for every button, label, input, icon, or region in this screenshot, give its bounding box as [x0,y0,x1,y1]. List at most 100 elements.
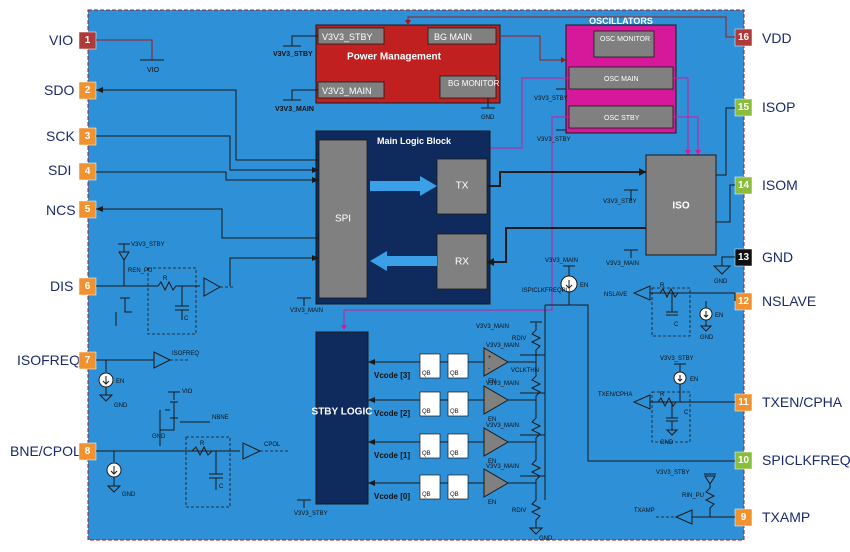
pin-9-txamp: 9 TXAMP [734,508,810,527]
pin-number: 8 [85,446,91,457]
nslave-en: EN [715,313,723,319]
isofreq-en: EN [116,379,124,385]
pin-number: 2 [85,85,91,96]
pin-11-txen-cpha: 11 TXEN/CPHA [734,393,843,412]
vcode-row-0: Vcode [0] QB QB V3V3_MAIN EN [368,464,536,506]
pin-number: 7 [85,355,91,366]
stby-logic-label: STBY LOGIC [312,407,373,418]
pin-number: 15 [738,102,750,113]
pin-label: SCK [46,128,75,144]
rx-block: RX [455,257,469,268]
osc-main-supply: V3V3_STBY [534,96,568,102]
pin-label: BNE/CPOL [10,443,81,459]
bne-gnd-label: GND [152,434,166,440]
dis-c: C [184,316,189,322]
txamp-circuit: V3V3_STBY RIN_PU TXAMP [634,470,735,525]
osc-stby-to-iso [673,116,699,155]
txen-gnd: GND [660,440,674,446]
pm-gnd: GND [481,115,495,121]
pin-number: 5 [85,204,91,215]
pin-14-isom: 14 ISOM [734,176,798,195]
pin-4-sdi: SDI 4 [48,162,97,181]
pin-label: NSLAVE [762,293,816,309]
spiclk-en: EN [580,283,588,289]
pin-8-bne-cpol: BNE/CPOL 8 [10,442,97,461]
bg-to-osc-wire [496,35,566,61]
pin-5-ncs: NCS 5 [46,200,97,219]
pin-label: GND [762,249,793,265]
vcode-label: Vcode [2] [374,409,410,418]
ladder-gnd: GND [539,536,553,542]
pin-label: SDO [44,82,74,98]
iso-block: ISO V3V3_STBY V3V3_MAIN [487,107,735,267]
dis-r: R [163,276,168,282]
pin-label: ISOFREQ [17,352,80,368]
osc-main-to-iso [673,77,689,155]
power-management-title: Power Management [347,52,442,63]
vdd-wire [407,16,735,38]
oscillators-title: OSCILLATORS [589,16,653,26]
osc-stby-line [551,116,569,260]
nslave-gnd: GND [700,335,714,341]
bne-r: R [200,441,205,447]
stby-supply: V3V3_STBY [294,511,328,517]
pin-1-vio: VIO 1 [49,31,97,50]
logic-supply: V3V3_MAIN [290,308,323,314]
gnd-pin-wiring: GND [712,256,735,285]
vdd-arrow [405,20,411,25]
cmp-supply: V3V3_MAIN [486,343,519,349]
pin-number: 12 [738,296,750,307]
nslave-r: R [660,283,665,289]
txamp-net: TXAMP [634,508,655,514]
pin-label: DIS [50,278,73,294]
txen-r: R [660,392,665,398]
power-management-block: V3V3_STBY BG MAIN Power Management V3V3_… [273,24,501,121]
cmp-minus: - [488,366,490,372]
pin-3-sck: SCK 3 [46,127,97,146]
ff-qb: QB [450,492,459,498]
pin-2-sdo: SDO 2 [44,81,97,100]
pin-15-isop: 15 ISOP [734,98,795,117]
iso-label: ISO [672,201,689,212]
osc-main-to-logic [490,77,569,149]
spiclk-current: ISPICLKFREQPU [522,288,570,294]
pin-number: 16 [738,32,750,43]
rdiv-label: RDIV [512,508,526,514]
bne-cpol-net: CPOL [264,442,281,448]
cmp-supply: V3V3_MAIN [486,464,519,470]
stby-logic-block: STBY LOGIC V3V3_STBY [294,331,373,517]
ff-qb: QB [422,451,431,457]
v3v3-main-net: V3V3_MAIN [275,106,314,113]
v3v3-stby-box: V3V3_STBY [322,32,373,42]
ff-qb: QB [422,409,431,415]
pin-number: 11 [738,397,749,408]
pin-number: 10 [738,455,750,466]
pin-number: 13 [738,252,750,263]
osc-stby-box: OSC STBY [604,115,640,122]
bne-cpol-circuit: VIO NBNE GND R C CPOL GND [96,389,290,508]
iso-supply-2: V3V3_MAIN [606,261,639,267]
nslave-circuit: NSLAVE R C EN GND [604,283,736,341]
pin-label: ISOP [762,99,795,115]
bne-c: C [219,484,224,490]
vcode-row-1: Vcode [1] QB QB V3V3_MAIN EN [368,423,536,465]
pin-number: 1 [85,35,91,46]
txen-net: TXEN/CPHA [598,392,632,398]
vcode-row-2: Vcode [2] QB QB V3V3_MAIN EN [368,381,536,423]
cmp-en: EN [488,459,496,465]
ladder-supply: V3V3_MAIN [476,324,509,330]
bne-vio: VIO [182,389,193,395]
ff-qb: QB [422,492,431,498]
iso-supply-1: V3V3_STBY [603,199,637,205]
spiclk-supply: V3V3_MAIN [545,258,578,264]
oscillators-block: OSCILLATORS OSC MONITOR OSC MAIN OSC STB… [534,16,677,143]
txamp-rin-pu: RIN_PU [682,493,704,499]
pin-13-gnd: 13 GND [734,248,793,267]
spi-to-tx-arrow [370,176,437,196]
spi-block: SPI [335,214,351,225]
dis-ren-pu: REN_PU [128,268,152,274]
pin-label: TXEN/CPHA [762,394,843,410]
dis-supply: V3V3_STBY [131,242,165,248]
pin-label: SPICLKFREQ [762,452,850,468]
